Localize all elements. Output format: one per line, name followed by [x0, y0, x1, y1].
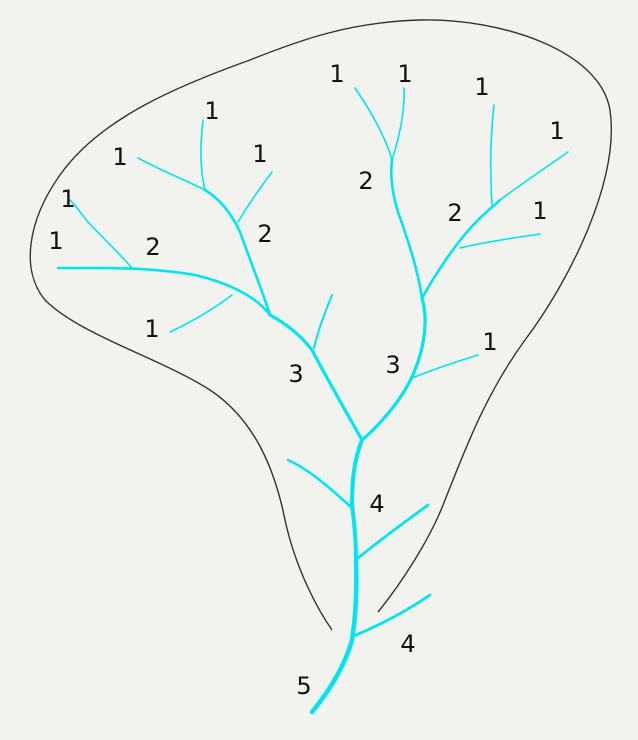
stream-order-2-north [203, 188, 272, 317]
stream-order-1-west-a [69, 199, 133, 269]
stream-order-1-west-b [169, 294, 233, 333]
stream-order-1-right-low [411, 354, 479, 379]
order-label-1: 1 [112, 143, 127, 171]
order-label-1: 1 [397, 60, 412, 88]
stream-order-4-side-left [286, 458, 354, 510]
order-label-2: 2 [257, 220, 272, 248]
stream-order-3-right [360, 296, 427, 442]
stream-order-3-left [268, 313, 364, 442]
stream-order-1-east-a [489, 104, 495, 206]
stream-order-2-central [389, 158, 424, 300]
stream-order-1-north-c [237, 171, 273, 223]
order-label-1: 1 [474, 73, 489, 101]
stream-order-2-west [56, 266, 272, 317]
stream-order-1-central-b [391, 87, 405, 161]
stream-order-1-trib-mid [313, 294, 333, 349]
stream-order-1-east-b [499, 151, 569, 201]
order-label-1: 1 [60, 185, 75, 213]
order-label-2: 2 [358, 167, 373, 195]
stream-order-4-side-upper [356, 503, 430, 560]
stream-order-5 [309, 557, 359, 715]
order-label-1: 1 [549, 117, 564, 145]
stream-order-4-side-lower [354, 593, 432, 637]
order-label-3: 3 [385, 351, 400, 379]
stream-order-1-east-c [459, 233, 541, 249]
order-label-2: 2 [447, 199, 462, 227]
order-label-1: 1 [329, 60, 344, 88]
order-label-5: 5 [296, 672, 311, 700]
order-label-4: 4 [369, 490, 384, 518]
stream-order-4 [350, 438, 364, 562]
order-label-1: 1 [48, 227, 63, 255]
order-label-2: 2 [145, 233, 160, 261]
order-label-1: 1 [204, 97, 219, 125]
order-label-1: 1 [144, 315, 159, 343]
order-label-1: 1 [252, 140, 267, 168]
stream-order-2-east [420, 198, 502, 300]
stream-order-1-north-a [200, 119, 206, 191]
order-label-1: 1 [482, 328, 497, 356]
stream-order-1-central-a [354, 87, 393, 161]
stream-order-1-north-b [137, 157, 206, 191]
order-label-1: 1 [532, 197, 547, 225]
order-label-3: 3 [288, 360, 303, 388]
basin-boundary [29, 19, 612, 631]
order-label-4: 4 [400, 630, 415, 658]
